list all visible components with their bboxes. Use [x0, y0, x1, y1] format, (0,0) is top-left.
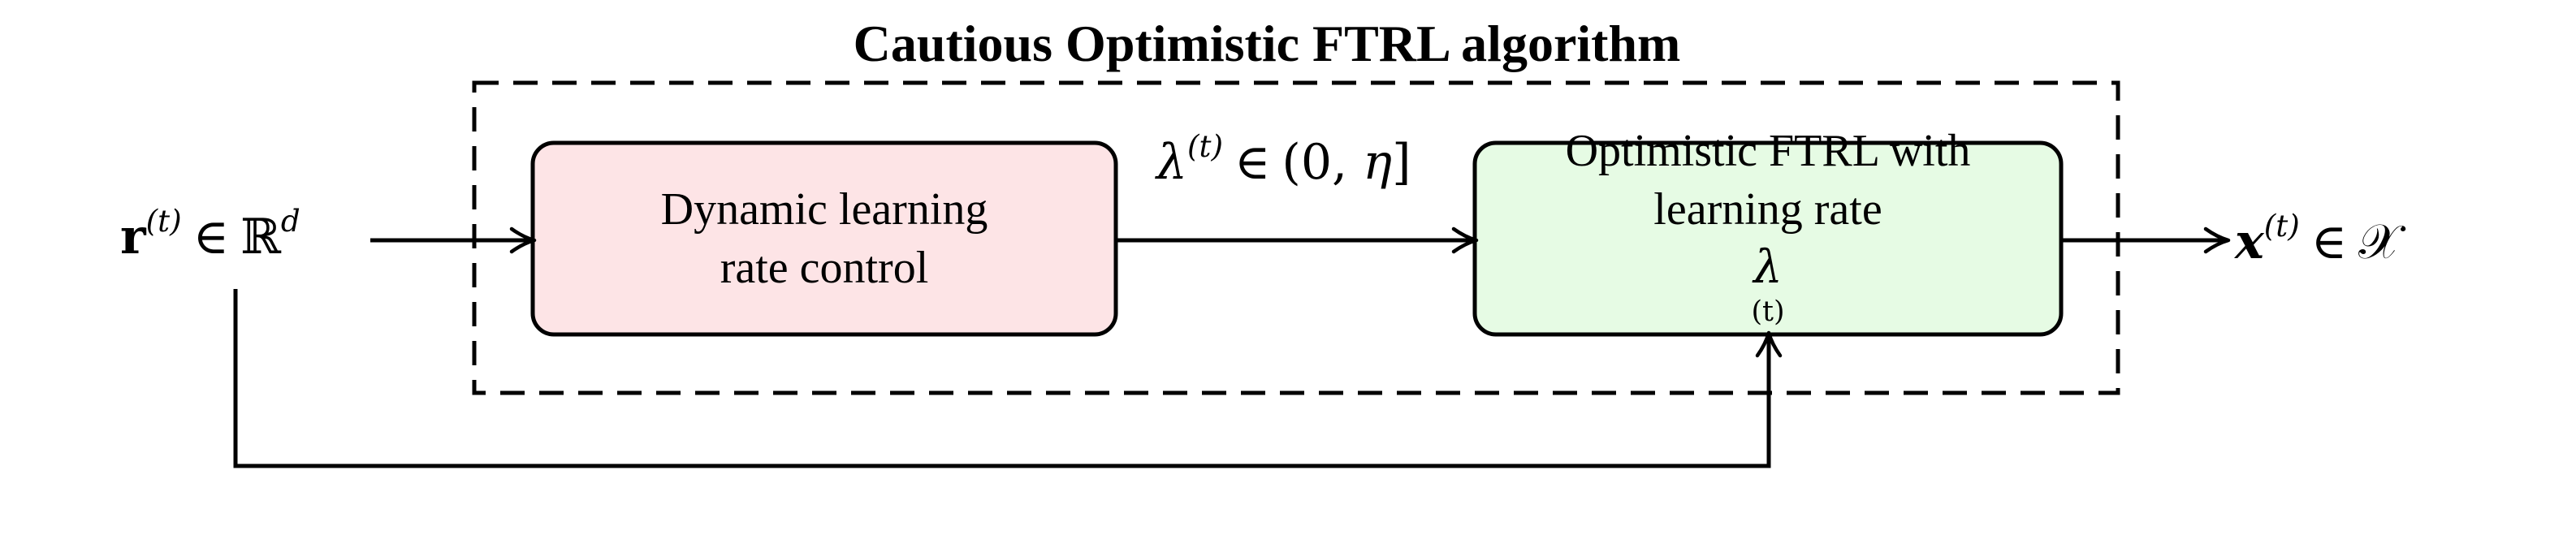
optimistic-ftrl-box-label: Optimistic FTRL with learning rate λ(t): [1475, 126, 2061, 334]
input-symbol: r: [120, 209, 146, 265]
dynamic-rate-box-label: Dynamic learning rate control: [533, 143, 1116, 334]
input-set: ℝ: [240, 209, 281, 265]
input-superscript: (t): [145, 203, 182, 239]
optimistic-ftrl-label-line-2: learning rate λ(t): [1653, 180, 1882, 356]
output-set: 𝒳: [2358, 213, 2401, 270]
input-set-superscript: d: [280, 203, 300, 239]
lambda-interval-close: ]: [1392, 134, 1411, 191]
lambda-in-box-math: λ(t): [1653, 239, 1882, 352]
lambda-superscript: (t): [1187, 128, 1223, 165]
output-superscript: (t): [2263, 208, 2300, 244]
diagram-title: Cautious Optimistic FTRL algorithm: [853, 15, 1681, 72]
feedback-arrow: [233, 289, 1783, 468]
dynamic-rate-label-line-2: rate control: [720, 243, 929, 293]
lambda-in-box-superscript: (t): [1751, 295, 1785, 329]
algorithm-container: [472, 80, 2120, 395]
lambda-relation: ∈: [1234, 134, 1271, 191]
lambda-label: λ(t) ∈(0, η]: [1156, 130, 1411, 195]
input-label: r(t) ∈ℝd: [120, 205, 300, 270]
dynamic-rate-label-line-1: Dynamic learning: [660, 184, 988, 235]
output-label: x(t) ∈𝒳: [2235, 209, 2401, 274]
optimistic-ftrl-label-line-1: Optimistic FTRL with: [1565, 126, 1971, 176]
lambda-in-box-symbol: λ: [1753, 241, 1783, 294]
output-symbol: x: [2235, 213, 2264, 270]
optimistic-ftrl-label-line-2-text: learning rate: [1653, 184, 1882, 235]
input-relation: ∈: [192, 209, 230, 265]
lambda-interval-open: (0,: [1282, 134, 1364, 191]
output-relation: ∈: [2310, 213, 2348, 270]
lambda-symbol: λ: [1156, 134, 1188, 191]
lambda-eta: η: [1363, 134, 1393, 191]
